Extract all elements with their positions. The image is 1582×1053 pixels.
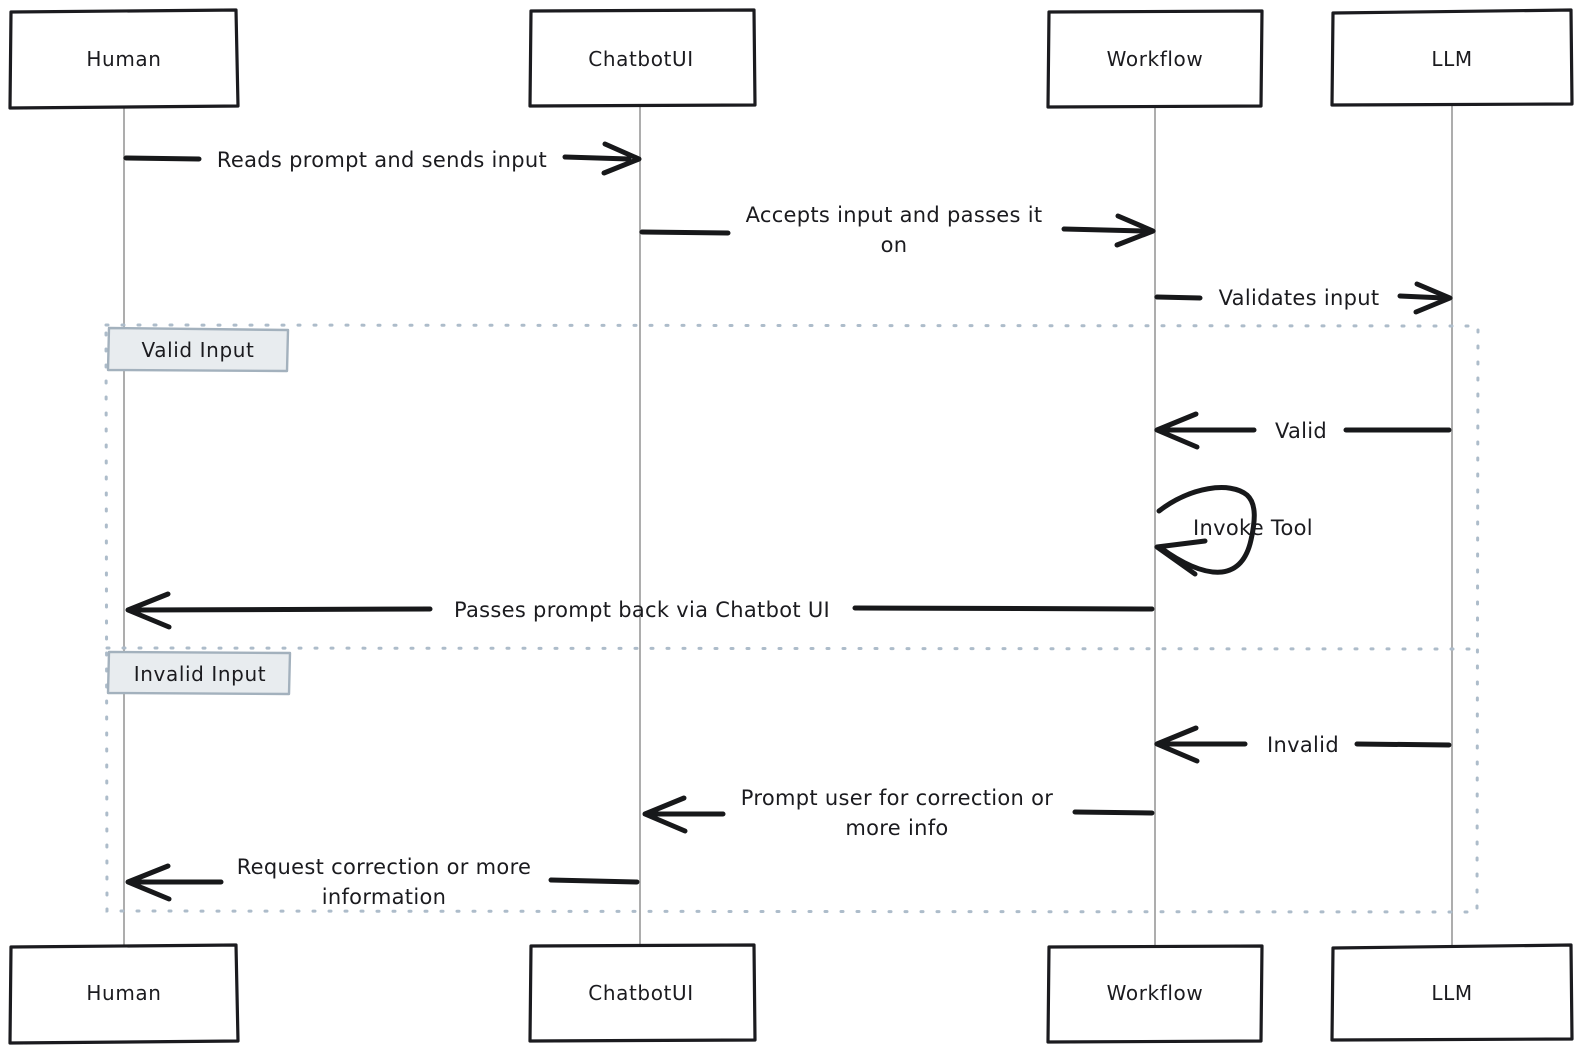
fragment-tag-label: Valid Input — [142, 338, 255, 362]
message-passes-prompt-back-via-chatbot-ui[interactable]: Passes prompt back via Chatbot UI — [125, 591, 1155, 630]
message-label-line-1: Accepts input and passes it — [746, 203, 1043, 227]
fragment-container — [104, 323, 1480, 914]
message-line — [562, 154, 632, 162]
message-line — [1354, 741, 1452, 748]
arrowhead-left — [1154, 411, 1200, 450]
fragment-outer-border — [104, 323, 1480, 914]
participant-label-human-top: Human — [86, 47, 161, 71]
participant-box-shape — [1330, 8, 1574, 107]
message-line — [1061, 226, 1148, 234]
message-valid[interactable]: Valid — [1154, 411, 1452, 450]
fragment-tag-label: Invalid Input — [134, 662, 266, 686]
message-line — [133, 606, 433, 613]
participant-label-human-bottom: Human — [86, 981, 161, 1005]
participant-box-shape — [1046, 944, 1264, 1044]
arrowhead-right — [601, 141, 642, 176]
message-label-line-2: information — [322, 885, 447, 909]
message-line — [548, 877, 640, 885]
message-label: Passes prompt back via Chatbot UI — [454, 598, 830, 622]
message-label: Reads prompt and sends input — [217, 148, 547, 172]
message-invalid[interactable]: Invalid — [1154, 725, 1452, 764]
participant-label-chatbotui-bottom: ChatbotUI — [588, 981, 693, 1005]
arrowhead-right — [1413, 281, 1453, 315]
fragment-tag-invalid-input[interactable]: Invalid Input — [106, 650, 292, 696]
message-invoke-tool[interactable]: Invoke Tool — [1154, 485, 1313, 577]
arrowhead-left — [125, 591, 172, 630]
participant-label-llm-top: LLM — [1431, 47, 1472, 71]
message-line — [1154, 294, 1203, 301]
message-label: Invalid — [1267, 733, 1339, 757]
arrowhead-left — [125, 863, 172, 902]
participant-box-shape — [1046, 9, 1264, 109]
participant-box-llm-top[interactable]: LLM — [1330, 8, 1574, 107]
participant-box-human-top[interactable]: Human — [8, 8, 240, 110]
participant-label-llm-bottom: LLM — [1431, 981, 1472, 1005]
message-line — [123, 155, 202, 162]
fragment-tag-valid-input[interactable]: Valid Input — [106, 326, 290, 373]
message-line — [1072, 809, 1155, 816]
message-reads-prompt-and-sends-input[interactable]: Reads prompt and sends input — [123, 141, 642, 176]
message-line — [1397, 293, 1447, 301]
message-line — [852, 605, 1155, 612]
message-validates-input[interactable]: Validates input — [1154, 281, 1453, 315]
message-label-line-2: on — [881, 233, 908, 257]
message-request-correction-or-more-information[interactable]: Request correction or more information — [125, 855, 640, 909]
message-label-line-2: more info — [845, 816, 948, 840]
participant-box-shape — [8, 8, 240, 110]
participant-label-workflow-bottom: Workflow — [1107, 981, 1204, 1005]
message-label: Validates input — [1219, 286, 1380, 310]
participant-label-chatbotui-top: ChatbotUI — [588, 47, 693, 71]
message-label: Valid — [1275, 419, 1327, 443]
message-line — [639, 229, 731, 236]
fragment-tag-rect — [106, 650, 292, 696]
participant-box-workflow-bottom[interactable]: Workflow — [1046, 944, 1264, 1044]
arrowhead-left — [642, 795, 688, 834]
participant-box-human-bottom[interactable]: Human — [8, 943, 240, 1045]
participant-box-chatbotui-top[interactable]: ChatbotUI — [528, 8, 757, 108]
arrowhead-right — [1114, 213, 1156, 248]
participant-box-shape — [528, 8, 757, 108]
fragment-tag-rect — [106, 326, 290, 373]
message-prompt-user-for-correction-or-more-info[interactable]: Prompt user for correction or more info — [642, 786, 1155, 840]
participant-box-workflow-top[interactable]: Workflow — [1046, 9, 1264, 109]
self-loop-path — [1156, 485, 1257, 575]
participant-box-shape — [528, 943, 757, 1043]
participant-box-shape — [8, 943, 240, 1045]
message-label-line-1: Request correction or more — [237, 855, 532, 879]
message-label-line-1: Prompt user for correction or — [741, 786, 1053, 810]
participant-box-chatbotui-bottom[interactable]: ChatbotUI — [528, 943, 757, 1043]
fragment-divider — [105, 646, 1479, 651]
arrowhead-left — [1154, 538, 1208, 577]
participant-label-workflow-top: Workflow — [1107, 47, 1204, 71]
lifelines — [123, 105, 1453, 948]
participant-box-shape — [1330, 943, 1574, 1042]
participant-box-llm-bottom[interactable]: LLM — [1330, 943, 1574, 1042]
message-label: Invoke Tool — [1193, 516, 1313, 540]
message-accepts-input-and-passes-it-on[interactable]: Accepts input and passes it on — [639, 203, 1156, 257]
arrowhead-left — [1154, 725, 1200, 764]
